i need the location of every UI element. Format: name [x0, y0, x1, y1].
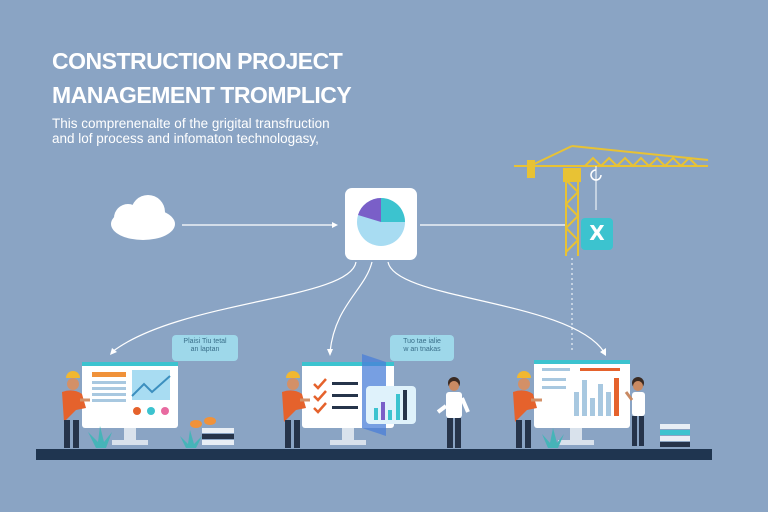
right-monitor [534, 360, 630, 445]
speech-bubble-left: Plaisi Tiu tetal an laptan [172, 335, 238, 361]
center-worker [282, 371, 310, 448]
crane-badge-label: X [589, 221, 605, 245]
arrow-head-right [600, 348, 606, 356]
right-books-icon [660, 424, 690, 447]
pie-chart-icon [357, 197, 405, 246]
crane-icon [514, 145, 709, 256]
arrow-head-left [110, 348, 117, 355]
right-worker [513, 371, 542, 448]
center-glass-panel [362, 354, 416, 436]
subtitle-line-1: This comprenenalte of the grigital trans… [52, 116, 330, 131]
crane-counterweight [527, 160, 535, 178]
right-plant-icon [542, 428, 564, 448]
speech-bubble-center: Tuo tae ialie w an tnakas [390, 335, 454, 361]
flow-connectors [111, 261, 605, 353]
hub-card [345, 188, 417, 260]
subtitle: This comprenenalte of the grigital trans… [52, 116, 330, 146]
arrow-head-center [327, 349, 333, 356]
center-person [436, 377, 470, 448]
left-plant-icon [88, 426, 112, 448]
left-monitor [82, 362, 178, 445]
left-books-icon [202, 428, 234, 445]
flow-arrow-cloud [182, 222, 338, 228]
crane-cab [563, 168, 581, 182]
title-line-2: MANAGEMENT TROMPLICY [52, 82, 352, 108]
ground-bar [36, 449, 712, 460]
left-plant-orange-icon [180, 417, 216, 448]
subtitle-line-2: and lof process and infomaton technologa… [52, 131, 319, 146]
left-worker [62, 371, 90, 448]
crane-hook-icon [590, 169, 602, 181]
title-line-1: CONSTRUCTION PROJECT [52, 48, 343, 74]
page-title: CONSTRUCTION PROJECT MANAGEMENT TROMPLIC… [52, 44, 352, 112]
right-person [624, 377, 645, 446]
cloud-icon [111, 195, 175, 240]
crane-x-badge [581, 218, 613, 250]
